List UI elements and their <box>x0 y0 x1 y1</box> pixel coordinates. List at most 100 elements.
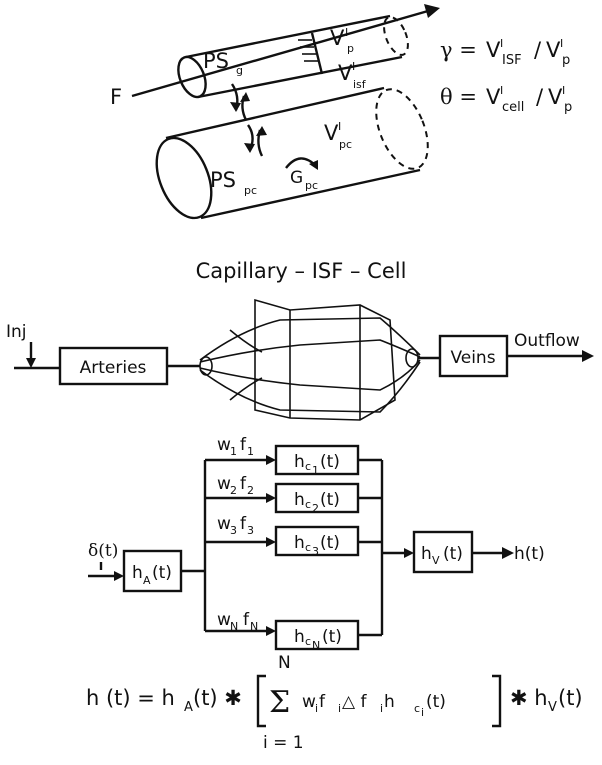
gamma-lhs: γ = <box>440 38 477 62</box>
output-label: h(t) <box>514 544 545 564</box>
svg-text:i: i <box>315 702 318 715</box>
svg-text:c: c <box>305 541 311 554</box>
svg-text:(t): (t) <box>320 490 340 510</box>
svg-text:h: h <box>132 563 143 583</box>
svg-text:(t): (t) <box>320 533 340 553</box>
svg-text:i: i <box>380 702 383 715</box>
outflow-label: Outflow <box>514 331 580 351</box>
svg-text:f: f <box>319 692 326 712</box>
svg-text:(t): (t) <box>426 692 446 712</box>
svg-text:2: 2 <box>230 484 237 497</box>
convolution-formula: h (t) = h A (t) ✱ N Σ i = 1 w i f i △ f … <box>86 653 583 753</box>
svg-text:cell: cell <box>502 100 524 115</box>
visf-sub: isf <box>353 78 367 91</box>
svg-text:I: I <box>338 120 341 133</box>
gpc-sub: pc <box>305 179 318 192</box>
svg-text:A: A <box>143 574 151 587</box>
gpc-label: G <box>290 168 303 188</box>
weight-2: w 2 f 2 <box>217 474 254 497</box>
svg-text:h: h <box>294 490 305 510</box>
svg-text:(t): (t) <box>558 686 583 710</box>
svg-text:c: c <box>305 635 311 648</box>
ps-pc-sub: pc <box>244 184 257 197</box>
ps-g-sub: g <box>236 64 243 77</box>
flow-arrow <box>131 9 429 98</box>
svg-text:Σ: Σ <box>269 685 290 720</box>
svg-text:w: w <box>217 435 231 455</box>
ratio-equations: γ = V I ISF / V I p θ = V I cell / V I p <box>440 37 572 115</box>
svg-text:w: w <box>302 692 316 712</box>
svg-text:V: V <box>486 85 501 109</box>
svg-text:I: I <box>500 37 503 50</box>
organ-model: Inj Arteries Veins Outflow <box>6 298 594 421</box>
svg-text:h: h <box>294 627 305 647</box>
svg-text:(t): (t) <box>320 452 340 472</box>
svg-text:V: V <box>432 554 440 567</box>
ps-g-label: PS <box>203 49 229 73</box>
svg-text:V: V <box>486 38 501 62</box>
svg-text:i: i <box>338 702 341 715</box>
parenchymal-tube: PS pc V I pc G pc <box>155 86 429 220</box>
veins-label: Veins <box>450 348 495 368</box>
svg-text:(t): (t) <box>152 563 172 583</box>
svg-text:f: f <box>240 435 247 455</box>
svg-text:I: I <box>560 37 563 50</box>
svg-text:2: 2 <box>312 502 319 515</box>
svg-text:N: N <box>250 620 258 633</box>
svg-text:V: V <box>546 38 561 62</box>
svg-text:/: / <box>534 38 542 62</box>
weight-3: w 3 f 3 <box>217 514 254 537</box>
vpc-label: V <box>324 121 339 145</box>
exchange-arrows <box>230 83 267 157</box>
capillary-network <box>199 298 421 421</box>
svg-text:c: c <box>305 498 311 511</box>
veins-box <box>438 334 509 378</box>
vpc-sub: pc <box>339 138 352 151</box>
svg-text:N: N <box>230 620 238 633</box>
svg-text:A: A <box>184 700 193 715</box>
capillary-tube: F PS g V I p V I isf <box>110 4 440 109</box>
svg-text:f: f <box>240 474 247 494</box>
ps-pc-label: PS <box>210 168 236 192</box>
svg-text:h (t) = h: h (t) = h <box>86 686 175 710</box>
svg-text:N: N <box>312 639 320 652</box>
svg-text:V: V <box>548 85 563 109</box>
hc2-box: h c 2 (t) <box>274 482 360 515</box>
svg-text:I: I <box>500 84 503 97</box>
svg-text:1: 1 <box>247 445 254 458</box>
svg-text:2: 2 <box>247 484 254 497</box>
svg-text:△ f: △ f <box>342 692 367 712</box>
svg-text:✱ h: ✱ h <box>510 686 548 710</box>
hcn-box: h c N (t) <box>274 619 360 652</box>
svg-text:3: 3 <box>247 524 254 537</box>
svg-text:I: I <box>352 60 355 73</box>
visf-label: V <box>338 61 353 85</box>
svg-text:i: i <box>421 706 424 719</box>
svg-text:h: h <box>294 533 305 553</box>
svg-text:h: h <box>421 544 432 564</box>
block-diagram: δ(t) h A (t) w 1 f 1 w 2 f 2 <box>88 435 545 652</box>
svg-text:c: c <box>414 702 420 715</box>
svg-text:w: w <box>217 610 231 630</box>
svg-text:f: f <box>243 610 250 630</box>
svg-text:I: I <box>345 26 348 39</box>
svg-text:p: p <box>564 100 572 115</box>
hv-box <box>412 530 474 574</box>
svg-text:3: 3 <box>312 545 319 558</box>
svg-text:1: 1 <box>312 464 319 477</box>
hc1-box: h c 1 (t) <box>274 444 360 477</box>
caption: Capillary – ISF – Cell <box>196 259 407 283</box>
svg-text:c: c <box>305 460 311 473</box>
svg-text:1: 1 <box>230 445 237 458</box>
svg-text:w: w <box>217 514 231 534</box>
svg-text:p: p <box>562 53 570 68</box>
svg-text:w: w <box>217 474 231 494</box>
svg-text:I: I <box>562 84 565 97</box>
weight-n: w N f N <box>217 610 258 633</box>
svg-text:V: V <box>548 700 557 715</box>
svg-text:f: f <box>240 514 247 534</box>
svg-text:(t) ✱: (t) ✱ <box>193 686 242 710</box>
ha-box <box>122 549 183 593</box>
flow-label: F <box>110 85 122 109</box>
